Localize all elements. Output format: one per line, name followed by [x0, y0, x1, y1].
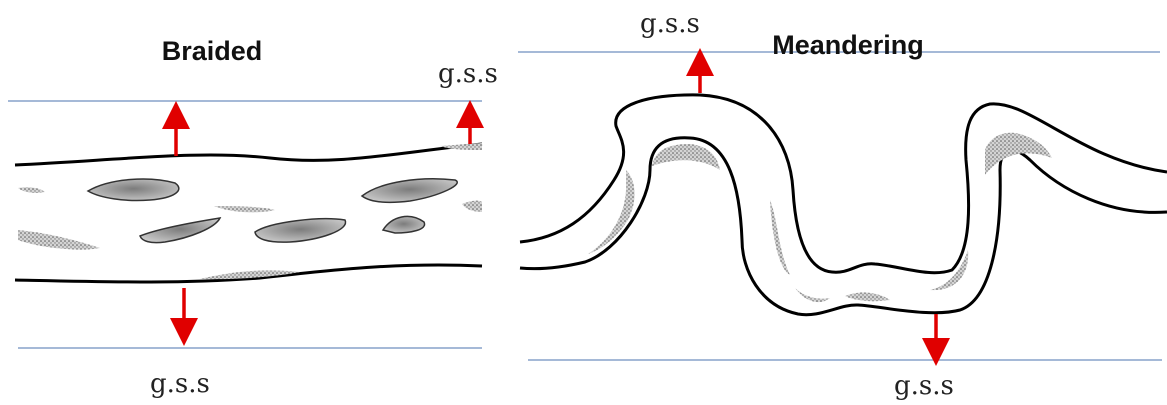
meandering-top-gss-label: g.s.s	[640, 9, 700, 39]
meandering-panel: g.s.s Meandering g.s.s	[518, 9, 1167, 401]
braided-channel	[15, 144, 482, 282]
braided-panel: Braided g.s.s g.s.s	[8, 36, 498, 399]
meandering-point-bar	[652, 144, 720, 170]
braided-bottom-gss-label: g.s.s	[150, 369, 210, 399]
braided-top-gss-label: g.s.s	[438, 59, 498, 89]
meandering-bottom-gss-label: g.s.s	[894, 371, 954, 401]
braided-title: Braided	[162, 36, 263, 66]
meandering-title: Meandering	[772, 30, 924, 60]
